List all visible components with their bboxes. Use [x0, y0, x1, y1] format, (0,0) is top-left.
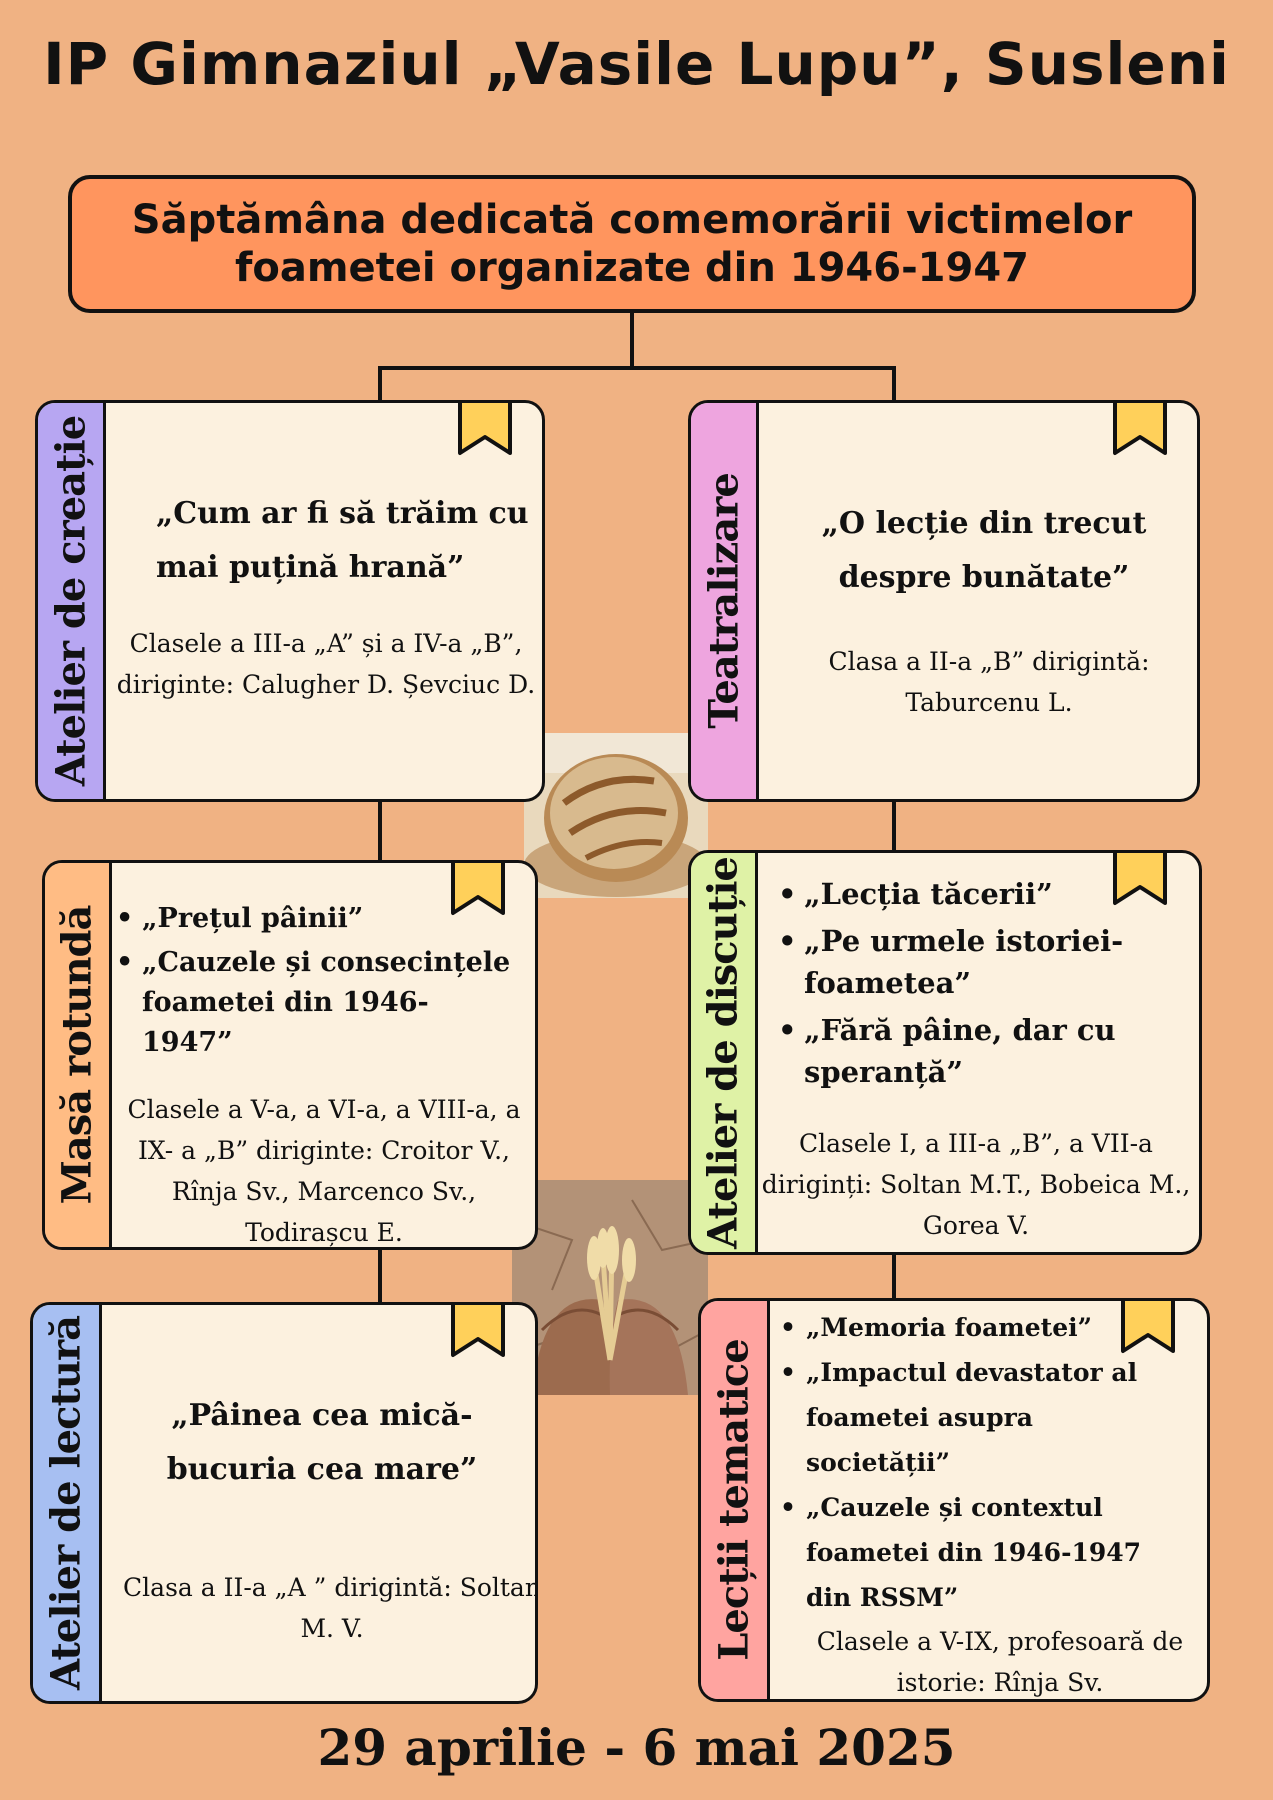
main-title-box: Săptămâna dedicată comemorării victimelo… [68, 175, 1196, 313]
card-info: Clasele I, a III-a „B”, a VII-a diriginț… [761, 1129, 1191, 1240]
card-tab-label: Teatralizare [700, 473, 747, 729]
event-date: 29 aprilie - 6 mai 2025 [317, 1718, 956, 1777]
card-title: „Cum ar fi să trăim cu mai puțină hrană” [156, 496, 529, 585]
card-tab: Atelier de creație [38, 403, 106, 799]
card-info: Clasa a II-a „B” dirigintă: Taburcenu L. [828, 647, 1150, 717]
card-info: Clasele a III-a „A” și a IV-a „B”, dirig… [116, 629, 536, 699]
bookmark-icon [458, 403, 512, 455]
card-title: „Pâinea cea mică-bucuria cea mare” [166, 1398, 478, 1487]
connector-left-mid [378, 800, 382, 862]
card-tab: Teatralizare [691, 403, 759, 799]
card-lectii-tematice: Lecții tematice „Memoria foametei” „Impa… [698, 1298, 1210, 1702]
connector-right-low [892, 1255, 896, 1300]
list-item: „Fără pâine, dar cu speranță” [778, 1009, 1158, 1093]
card-info: Clasele a V-a, a VI-a, a VIII-a, a IX- a… [127, 1095, 521, 1247]
bread-loaf-photo [524, 733, 708, 898]
list-item: „Cauzele și consecințele foametei din 19… [116, 943, 516, 1063]
card-tab: Lecții tematice [701, 1301, 770, 1699]
list-item: „Memoria foametei” [780, 1305, 1180, 1350]
hands-wheat-photo [512, 1180, 708, 1395]
card-atelier-discutie: Atelier de discuție „Lecția tăcerii” „Pe… [688, 850, 1202, 1255]
list-item: „Prețul pâinii” [116, 899, 516, 939]
bookmark-icon [1113, 853, 1167, 905]
card-info: Clasa a II-a „A ” dirigintă: Soltan M. V… [123, 1573, 538, 1643]
list-item: „Cauzele și contextul foametei din 1946-… [780, 1485, 1180, 1620]
card-atelier-creatie: Atelier de creație „Cum ar fi să trăim c… [35, 400, 545, 802]
topic-list: „Memoria foametei” „Impactul devastator … [780, 1305, 1180, 1620]
card-teatralizare: Teatralizare „O lecție din trecut despre… [688, 400, 1200, 802]
bookmark-icon [1121, 1301, 1175, 1353]
school-title: IP Gimnaziul „Vasile Lupu”, Susleni [43, 30, 1230, 98]
card-title: „O lecție din trecut despre bunătate” [821, 506, 1147, 595]
list-item: „Impactul devastator al foametei asupra … [780, 1350, 1180, 1485]
bookmark-icon [451, 863, 505, 915]
card-tab: Atelier de discuție [691, 853, 758, 1252]
card-tab-label: Atelier de discuție [699, 856, 747, 1249]
connector-horizontal [378, 366, 896, 370]
topic-list: „Lecția tăcerii” „Pe urmele istoriei-foa… [778, 873, 1158, 1093]
connector-right-top [892, 366, 896, 402]
card-tab: Atelier de lectură [33, 1305, 102, 1701]
connector-main-down [630, 313, 634, 368]
bookmark-icon [451, 1305, 505, 1357]
connector-right-mid [892, 800, 896, 852]
card-tab-label: Atelier de lectură [42, 1316, 90, 1690]
connector-left-top [378, 366, 382, 402]
card-masa-rotunda: Masă rotundă „Prețul pâinii” „Cauzele și… [42, 860, 538, 1250]
main-title: Săptămâna dedicată comemorării victimelo… [131, 197, 1133, 291]
bookmark-icon [1113, 403, 1167, 455]
connector-left-low [378, 1248, 382, 1305]
card-tab-label: Lecții tematice [710, 1339, 758, 1661]
card-tab: Masă rotundă [45, 863, 112, 1247]
card-tab-label: Atelier de creație [47, 415, 94, 787]
list-item: „Lecția tăcerii” [778, 873, 1158, 915]
topic-list: „Prețul pâinii” „Cauzele și consecințele… [116, 899, 516, 1063]
list-item: „Pe urmele istoriei-foametea” [778, 920, 1158, 1004]
card-tab-label: Masă rotundă [53, 905, 101, 1205]
card-atelier-lectura: Atelier de lectură „Pâinea cea mică-bucu… [30, 1302, 538, 1704]
card-info: Clasele a V-IX, profesoară de istorie: R… [816, 1627, 1184, 1697]
